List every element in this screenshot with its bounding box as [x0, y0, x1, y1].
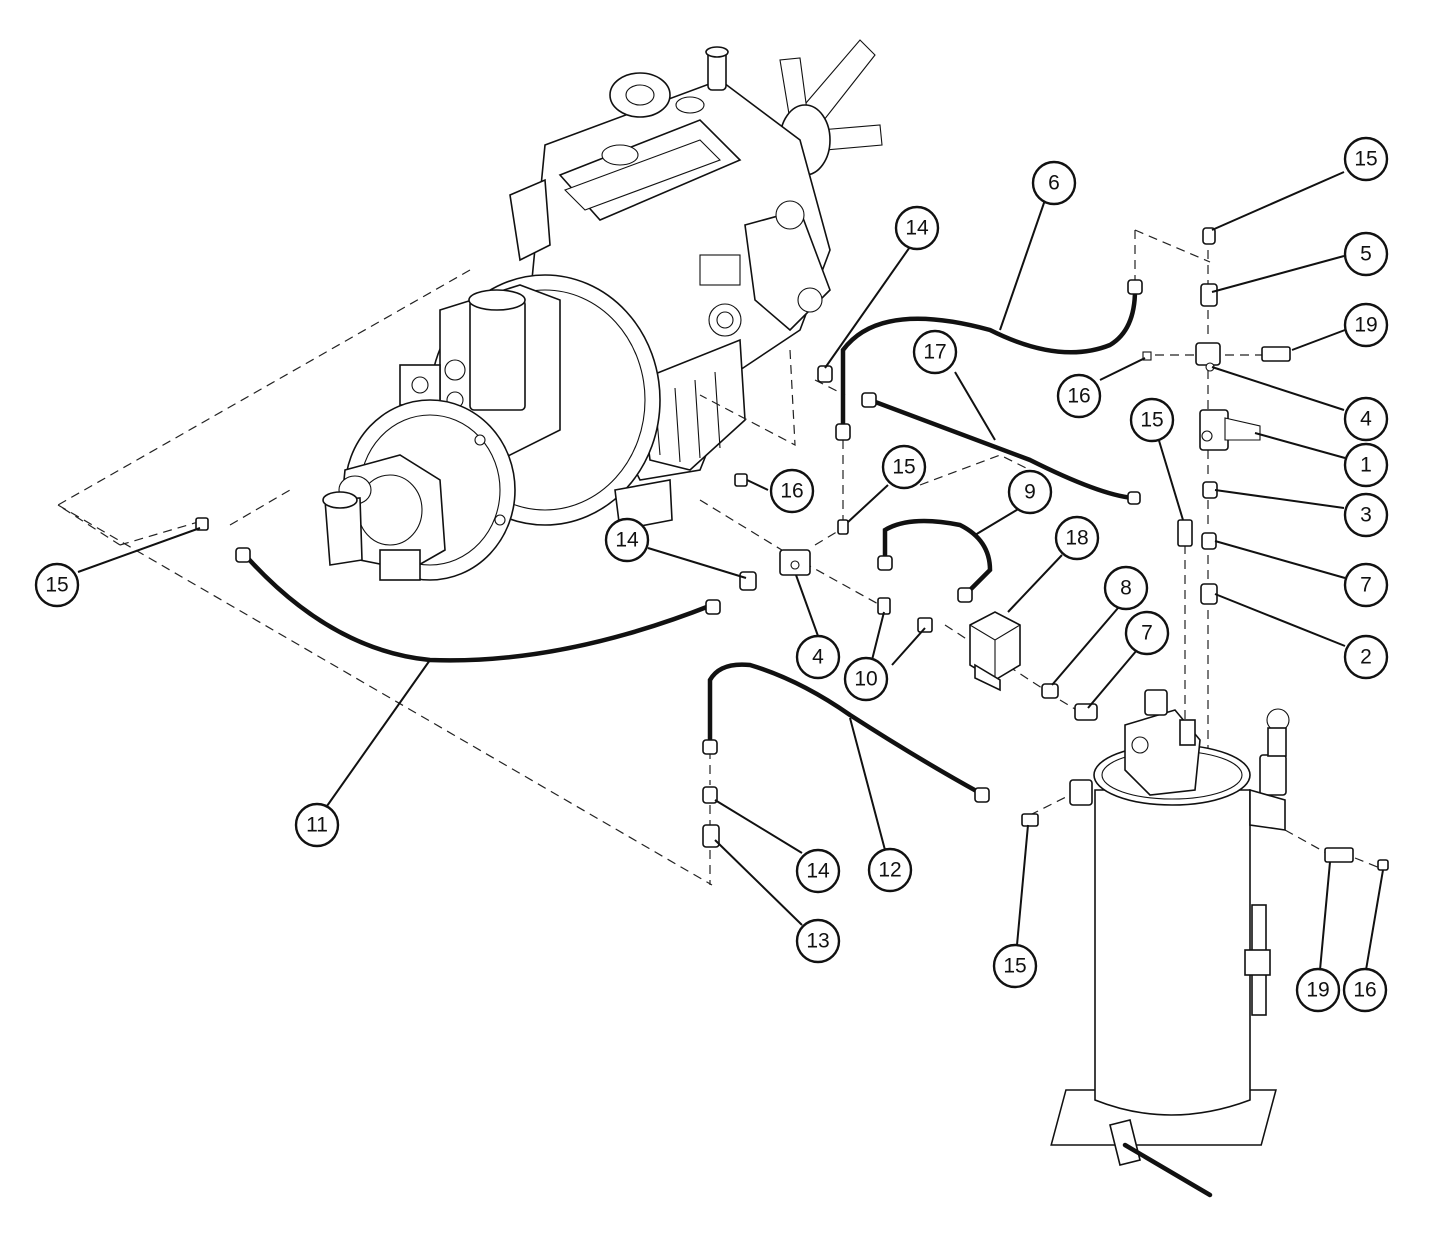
callout-18: 18: [1054, 515, 1100, 561]
callout-16-bottom: 16: [1342, 967, 1388, 1013]
callout-5: 5: [1343, 231, 1389, 277]
callout-label: 18: [1065, 527, 1088, 550]
callout-15-left: 15: [34, 562, 80, 608]
hose-11: [242, 552, 715, 663]
engine-assembly: [322, 39, 883, 581]
fitting-15-top: [1202, 227, 1216, 245]
solenoid-valve-18: [969, 611, 1021, 692]
callout-13: 13: [795, 918, 841, 964]
callout-label: 7: [1141, 622, 1153, 645]
elbow-15-mid: [1177, 519, 1193, 547]
callout-14-bottom: 14: [795, 848, 841, 894]
callout-label: 11: [306, 814, 328, 837]
hose-lines: [242, 287, 1138, 796]
callout-label: 14: [905, 217, 929, 240]
hose-12: [707, 662, 983, 796]
fitting-5: [1200, 283, 1218, 307]
callout-label: 5: [1360, 243, 1372, 266]
callout-label: 6: [1048, 172, 1060, 195]
callout-label: 8: [1120, 577, 1132, 600]
callout-7-right: 7: [1343, 562, 1389, 608]
fitting-16-engine: [734, 473, 748, 487]
callout-8: 8: [1103, 565, 1149, 611]
callout-label: 4: [1360, 408, 1372, 431]
callout-14-top: 14: [894, 205, 940, 251]
callout-11: 11: [294, 802, 340, 848]
callout-label: 14: [806, 860, 830, 883]
callout-label: 15: [1140, 409, 1163, 432]
fittings: [195, 227, 1389, 871]
callout-label: 3: [1360, 504, 1372, 527]
callout-19-top: 19: [1343, 302, 1389, 348]
callout-4-center: 4: [795, 634, 841, 680]
callout-17: 17: [912, 329, 958, 375]
fitting-2: [1200, 583, 1218, 605]
callout-label: 19: [1306, 979, 1329, 1002]
fitting-14-mid: [739, 571, 757, 591]
callout-label: 19: [1354, 314, 1377, 337]
hose-17: [867, 397, 1136, 501]
callout-15-mid-right: 15: [1129, 397, 1175, 443]
callout-label: 15: [1354, 148, 1377, 171]
fitting-4-right: [1195, 342, 1221, 366]
callout-14-mid: 14: [604, 517, 650, 563]
callout-label: 14: [615, 529, 639, 552]
callout-15-top: 15: [1343, 136, 1389, 182]
valve-1: [1199, 409, 1229, 451]
callout-label: 12: [878, 859, 901, 882]
hose-6: [840, 287, 1138, 428]
fitting-14-top: [817, 365, 833, 383]
callout-label: 4: [812, 646, 824, 669]
fitting-15-left: [195, 517, 209, 531]
callout-label: 10: [854, 668, 877, 691]
callout-19-bottom: 19: [1295, 967, 1341, 1013]
callout-16-right: 16: [1056, 373, 1102, 419]
callout-16-engine: 16: [769, 468, 815, 514]
callout-4-right: 4: [1343, 396, 1389, 442]
callout-label: 15: [1003, 955, 1026, 978]
callout-2: 2: [1343, 634, 1389, 680]
callout-1: 1: [1343, 442, 1389, 488]
callout-6: 6: [1031, 160, 1077, 206]
engine-fan: [779, 39, 883, 176]
fitting-7-right: [1201, 532, 1217, 550]
callout-label: 16: [780, 480, 803, 503]
callout-label: 17: [923, 341, 946, 364]
callout-label: 9: [1024, 481, 1036, 504]
callout-label: 2: [1360, 646, 1372, 669]
sensor-19-top: [1261, 346, 1291, 362]
callout-label: 13: [806, 930, 829, 953]
leader-lines: [77, 171, 1384, 971]
callout-label: 16: [1067, 385, 1090, 408]
callout-label: 15: [45, 574, 68, 597]
callout-label: 1: [1360, 454, 1372, 477]
fitting-16-right: [1142, 351, 1152, 361]
receiver-tank: [1050, 689, 1290, 1198]
callout-3: 3: [1343, 492, 1389, 538]
fitting-3: [1202, 481, 1218, 499]
callout-9: 9: [1007, 469, 1053, 515]
callout-label: 16: [1353, 979, 1376, 1002]
callout-label: 7: [1360, 574, 1372, 597]
callout-10: 10: [843, 656, 889, 702]
callout-15-center: 15: [881, 444, 927, 490]
callout-label: 15: [892, 456, 915, 479]
callout-12: 12: [867, 847, 913, 893]
callout-7-mid: 7: [1124, 610, 1170, 656]
hose-9: [882, 518, 993, 593]
callout-15-bottom: 15: [992, 943, 1038, 989]
